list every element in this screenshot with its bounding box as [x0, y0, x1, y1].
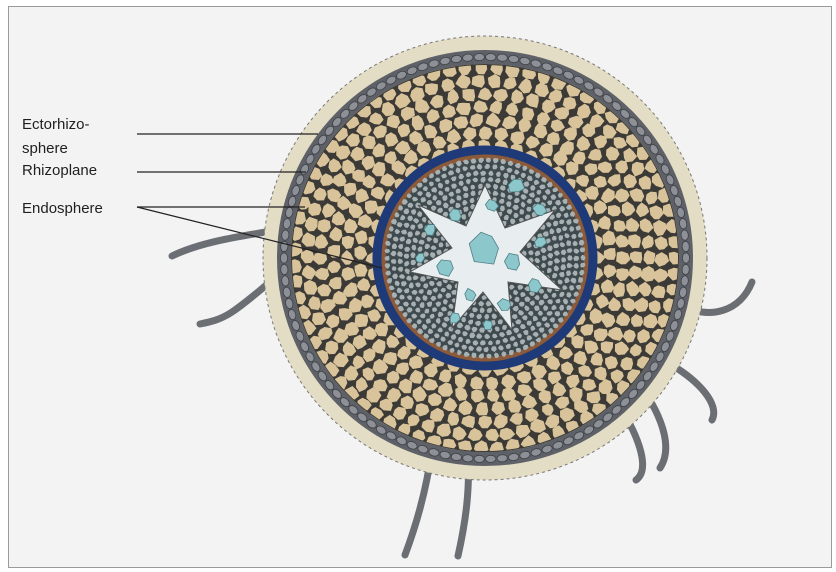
epidermis-cell	[485, 455, 496, 462]
label-ectorhizosphere-line1: Ectorhizo-	[22, 116, 90, 133]
label-ectorhizosphere-line2: sphere	[22, 140, 68, 157]
epidermis-cell	[682, 264, 690, 275]
epidermis-cell	[280, 253, 287, 263]
epidermis-cell	[474, 455, 485, 462]
phloem-cell	[492, 165, 497, 170]
label-endosphere: Endosphere	[22, 200, 103, 217]
epidermis-cell	[682, 253, 689, 263]
epidermis-cell	[474, 53, 485, 60]
label-rhizoplane: Rhizoplane	[22, 162, 97, 179]
epidermis-cell	[682, 241, 690, 252]
epidermis-cell	[280, 264, 288, 275]
phloem-cell	[516, 348, 521, 353]
xylem-vessel	[483, 320, 492, 330]
epidermis-cell	[485, 53, 496, 60]
